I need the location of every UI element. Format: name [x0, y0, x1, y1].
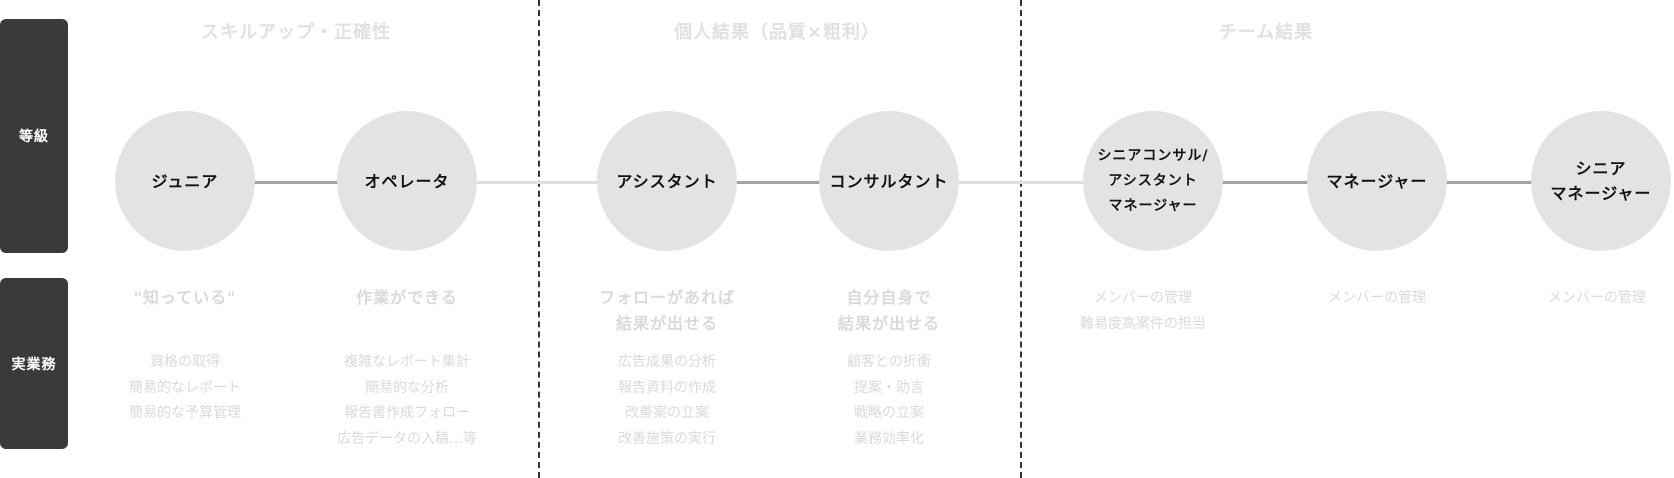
work-row-label: 実業務	[0, 278, 68, 449]
task-item: メンバーの管理	[1328, 290, 1426, 306]
level-name: ジュニア	[151, 171, 219, 191]
level-name: シニア マネージャー	[1550, 159, 1652, 203]
task-item: 複雑なレポート集計	[344, 354, 470, 370]
level-motto: 自分自身で 結果が出せる	[837, 288, 940, 333]
connector-line	[958, 181, 1084, 184]
task-item: 簡易的な分析	[365, 379, 449, 396]
level-circle-operator: オペレータ	[337, 111, 477, 251]
level-circle-assistant: アシスタント	[597, 111, 737, 251]
task-item: 戦略の立案	[854, 405, 924, 421]
task-item: 報告書作成フォロー	[344, 405, 470, 421]
task-item: 改善施策の実行	[618, 430, 716, 447]
connector-line	[736, 181, 820, 184]
section-divider-2	[1020, 0, 1022, 478]
task-list-senior-manager: メンバーの管理	[1487, 286, 1674, 312]
section-title-skill: スキルアップ・正確性	[201, 22, 391, 43]
task-list-manager: メンバーの管理	[1267, 286, 1487, 312]
task-item: 広告成果の分析	[618, 354, 716, 370]
level-circle-junior: ジュニア	[115, 111, 255, 251]
level-name: コンサルタント	[829, 171, 949, 191]
task-item: 改善案の立案	[625, 405, 709, 421]
task-item: 業務効率化	[854, 430, 924, 447]
section-title-individual: 個人結果（品質×粗利）	[673, 22, 881, 43]
task-item: メンバーの管理	[1094, 290, 1192, 306]
level-circle-senior-consultant: シニアコンサル/ アシスタント マネージャー	[1083, 111, 1223, 251]
task-item: 簡易的なレポート	[129, 379, 241, 396]
level-name: シニアコンサル/ アシスタント マネージャー	[1097, 147, 1209, 214]
task-item: 広告データの入稿…等	[337, 430, 477, 447]
grade-row-label: 等級	[0, 19, 68, 253]
task-list-junior: 資格の取得 簡易的なレポート 簡易的な予算管理	[75, 350, 295, 427]
connector-line	[1446, 181, 1532, 184]
level-motto: 作業ができる	[356, 288, 458, 307]
level-circle-manager: マネージャー	[1307, 111, 1447, 251]
section-title-team: チーム結果	[1218, 22, 1314, 43]
task-list-senior-consultant: メンバーの管理 難易度高案件の担当	[1033, 286, 1253, 337]
level-circle-senior-manager: シニア マネージャー	[1531, 111, 1671, 251]
level-name: マネージャー	[1326, 171, 1428, 191]
connector-line	[1222, 181, 1308, 184]
connector-line	[254, 181, 338, 184]
task-item: 顧客との折衝	[847, 354, 931, 370]
task-item: メンバーの管理	[1548, 290, 1646, 306]
task-item: 簡易的な予算管理	[129, 405, 241, 421]
task-item: 提案・助言	[854, 379, 924, 396]
task-list-consultant: 顧客との折衝 提案・助言 戦略の立案 業務効率化	[779, 350, 999, 452]
connector-line	[476, 181, 598, 184]
level-circle-consultant: コンサルタント	[819, 111, 959, 251]
level-name: アシスタント	[616, 171, 718, 191]
section-divider-1	[538, 0, 540, 478]
task-item: 難易度高案件の担当	[1080, 315, 1206, 332]
level-name: オペレータ	[364, 171, 450, 191]
level-motto: フォローがあれば 結果が出せる	[598, 288, 735, 333]
task-item: 資格の取得	[150, 354, 220, 370]
task-item: 報告資料の作成	[618, 379, 716, 396]
level-motto: "知っている"	[133, 288, 237, 307]
task-list-assistant: 広告成果の分析 報告資料の作成 改善案の立案 改善施策の実行	[557, 350, 777, 452]
task-list-operator: 複雑なレポート集計 簡易的な分析 報告書作成フォロー 広告データの入稿…等	[297, 350, 517, 452]
